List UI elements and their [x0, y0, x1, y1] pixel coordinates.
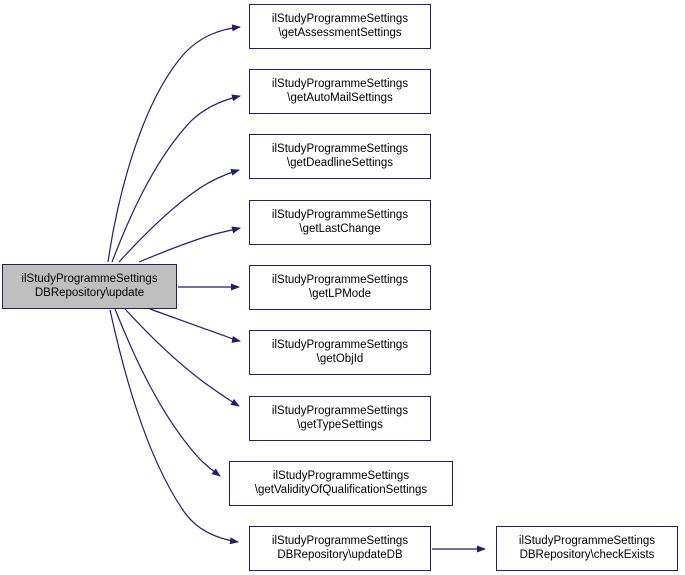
- graph-edge: [118, 169, 240, 263]
- node-label-line: DBRepository\checkExists: [519, 548, 655, 561]
- graph-node[interactable]: ilStudyProgrammeSettings\getAutoMailSett…: [249, 69, 431, 114]
- node-label-line: \getLastChange: [299, 222, 381, 235]
- node-label-line: ilStudyProgrammeSettings: [271, 209, 409, 221]
- node-label-line: \getAssessmentSettings: [278, 26, 402, 39]
- node-label-line: \getDeadlineSettings: [286, 156, 394, 169]
- node-label-line: ilStudyProgrammeSettings: [272, 470, 410, 482]
- node-label-line: ilStudyProgrammeSettings: [271, 339, 409, 351]
- node-label-line: ilStudyProgrammeSettings: [271, 405, 409, 417]
- graph-node[interactable]: ilStudyProgrammeSettings\getDeadlineSett…: [249, 134, 431, 179]
- graph-node[interactable]: ilStudyProgrammeSettings\getLPMode: [249, 265, 431, 310]
- graph-edge: [114, 308, 221, 477]
- node-label-line: ilStudyProgrammeSettings: [271, 274, 409, 286]
- node-label-line: \getObjId: [316, 352, 364, 365]
- node-label-line: DBRepository\updateDB: [277, 548, 403, 561]
- node-label-line: \getValidityOfQualificationSettings: [254, 483, 428, 496]
- graph-node[interactable]: ilStudyProgrammeSettings\getTypeSettings: [249, 396, 431, 441]
- graph-edge: [111, 94, 241, 263]
- node-label-line: ilStudyProgrammeSettings: [21, 273, 158, 285]
- node-label-line: ilStudyProgrammeSettings: [271, 143, 409, 155]
- node-label-line: ilStudyProgrammeSettings: [518, 535, 656, 547]
- node-label-line: ilStudyProgrammeSettings: [271, 13, 409, 25]
- graph-edge: [124, 308, 240, 407]
- node-label-line: ilStudyProgrammeSettings: [271, 78, 409, 90]
- graph-edge: [149, 308, 241, 343]
- node-label-line: DBRepository\update: [34, 286, 145, 299]
- graph-node[interactable]: ilStudyProgrammeSettings\getLastChange: [249, 200, 431, 245]
- graph-edge: [109, 309, 239, 545]
- graph-edge: [107, 24, 241, 263]
- node-label-line: \getTypeSettings: [297, 418, 383, 431]
- graph-edge: [138, 226, 241, 263]
- graph-node[interactable]: ilStudyProgrammeSettings\getObjId: [249, 330, 431, 375]
- node-label-line: \getLPMode: [308, 287, 371, 300]
- node-label-line: \getAutoMailSettings: [287, 91, 393, 104]
- graph-node[interactable]: ilStudyProgrammeSettings\getAssessmentSe…: [249, 4, 431, 49]
- graph-node[interactable]: ilStudyProgrammeSettings\getValidityOfQu…: [229, 461, 453, 506]
- node-label-line: ilStudyProgrammeSettings: [271, 535, 409, 547]
